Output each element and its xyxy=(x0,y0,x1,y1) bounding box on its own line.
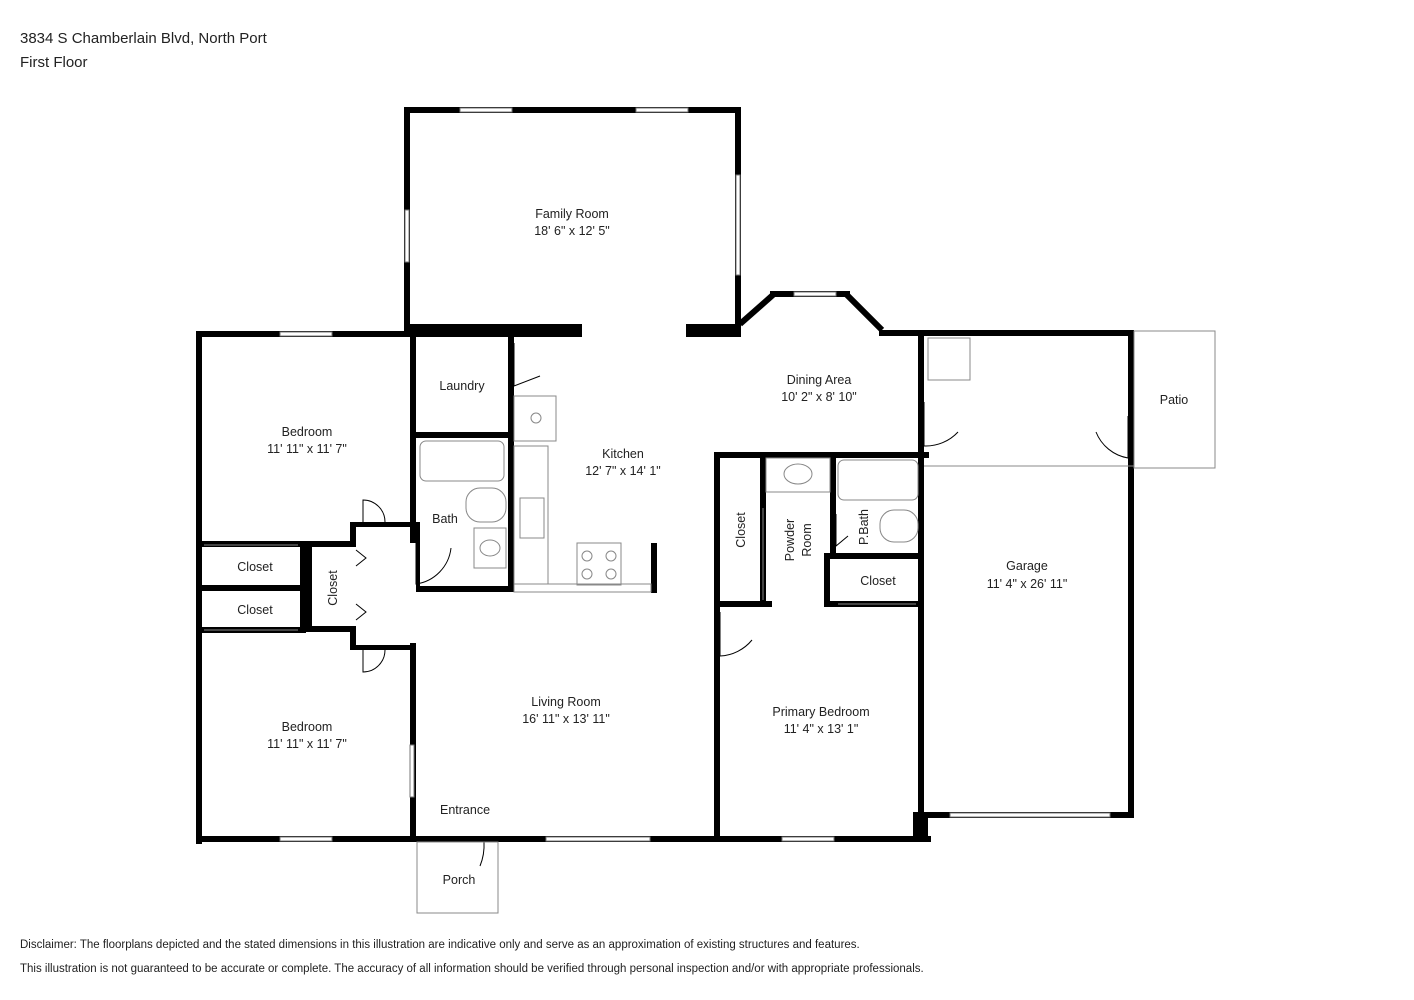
kitchen-name: Kitchen xyxy=(602,447,644,461)
disclaimer-line-1: Disclaimer: The floorplans depicted and … xyxy=(20,939,860,951)
interior-walls xyxy=(202,331,929,842)
p-bath-name: P.Bath xyxy=(857,509,871,545)
fixtures xyxy=(204,337,1111,818)
dining-area-name: Dining Area xyxy=(787,373,852,387)
patio-name: Patio xyxy=(1160,393,1189,407)
dining-area-dims: 10' 2" x 8' 10" xyxy=(781,390,857,404)
laundry-name: Laundry xyxy=(439,379,485,393)
garage-name: Garage xyxy=(1006,559,1048,573)
primary-bedroom-dims: 11' 4" x 13' 1" xyxy=(784,722,859,736)
windows xyxy=(279,107,837,842)
powder-room-line2: Room xyxy=(800,523,814,556)
kitchen-dims: 12' 7" x 14' 1" xyxy=(585,464,661,478)
bedroom-bottom-dims: 11' 11" x 11' 7" xyxy=(267,737,347,751)
closet-hall-name: Closet xyxy=(326,570,340,606)
property-address: 3834 S Chamberlain Blvd, North Port xyxy=(20,30,267,47)
powder-room-line1: Powder xyxy=(783,519,797,561)
floor-label: First Floor xyxy=(20,54,88,71)
bedroom-top-dims: 11' 11" x 11' 7" xyxy=(267,442,347,456)
living-room-dims: 16' 11" x 13' 11" xyxy=(522,712,610,726)
doors xyxy=(355,343,1129,867)
bedroom-bottom-name: Bedroom xyxy=(282,720,333,734)
garage-dims: 11' 4" x 26' 11" xyxy=(987,577,1068,591)
porch-name: Porch xyxy=(443,873,476,887)
disclaimer-line-2: This illustration is not guaranteed to b… xyxy=(20,963,924,975)
primary-bedroom-name: Primary Bedroom xyxy=(772,705,869,719)
entrance-name: Entrance xyxy=(440,803,490,817)
closet-1-name: Closet xyxy=(237,560,273,574)
room-labels: Family Room 18' 6" x 12' 5" Dining Area … xyxy=(237,207,1188,887)
closet-walkin-name: Closet xyxy=(734,512,748,548)
closet-primary-name: Closet xyxy=(860,574,896,588)
bath-name: Bath xyxy=(432,512,458,526)
outdoor-areas xyxy=(416,330,1216,914)
family-room-name: Family Room xyxy=(535,207,609,221)
living-room-name: Living Room xyxy=(531,695,600,709)
exterior-walls xyxy=(196,107,1134,844)
bedroom-top-name: Bedroom xyxy=(282,425,333,439)
family-room-dims: 18' 6" x 12' 5" xyxy=(534,224,610,238)
closet-2-name: Closet xyxy=(237,603,273,617)
